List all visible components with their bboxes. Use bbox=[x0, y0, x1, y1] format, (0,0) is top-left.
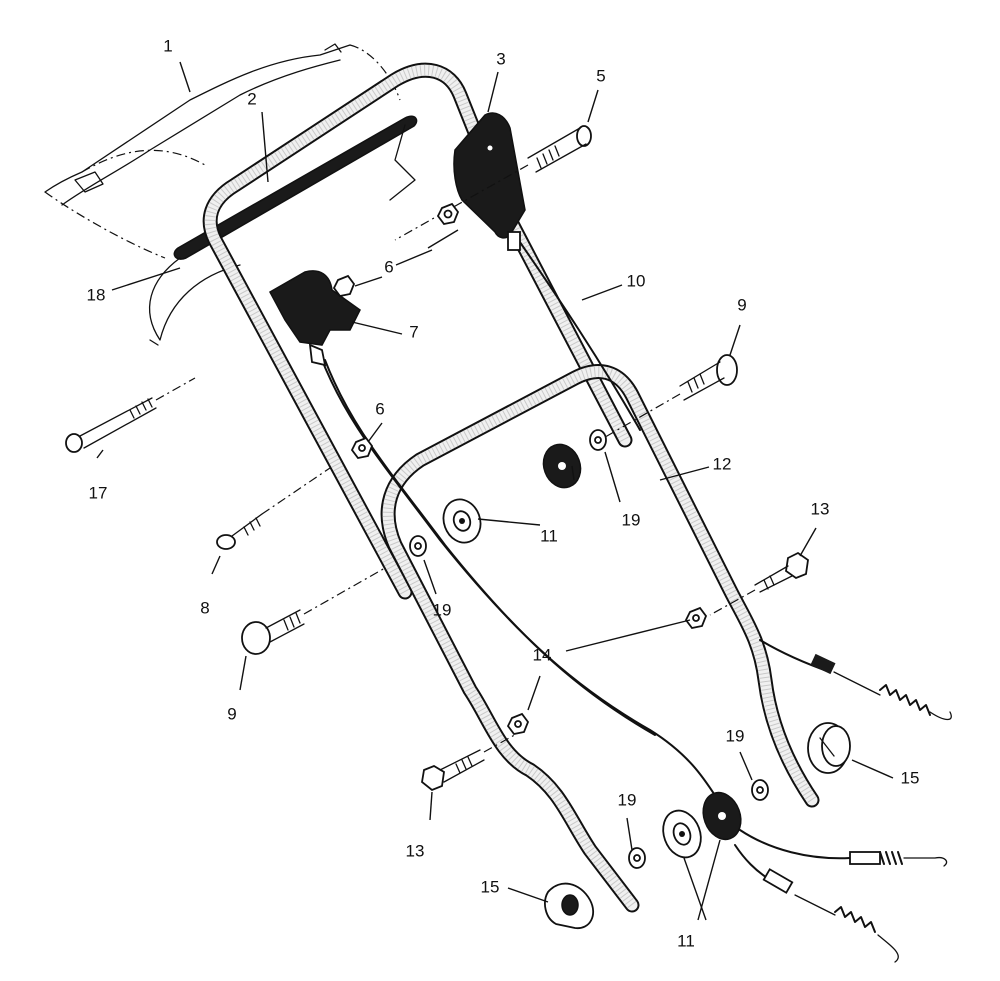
callout-8: 8 bbox=[200, 598, 209, 617]
bolt-part-5 bbox=[394, 125, 592, 241]
bolt-part-13-right bbox=[709, 551, 809, 616]
callout-3: 3 bbox=[496, 49, 505, 68]
callout-6-lower: 6 bbox=[375, 399, 384, 418]
callout-7: 7 bbox=[409, 322, 418, 341]
cap-part-15-right bbox=[807, 722, 851, 774]
callout-labels: 1 2 3 5 6 6 7 8 9 9 10 11 11 12 13 13 14… bbox=[87, 36, 920, 950]
carriage-bolt-part-9-right bbox=[599, 354, 738, 441]
callout-11-lower: 11 bbox=[677, 931, 695, 950]
switch-box-part-3 bbox=[453, 112, 526, 251]
callout-9-left: 9 bbox=[227, 704, 236, 723]
callout-13-left: 13 bbox=[406, 841, 425, 860]
bolt-part-13-left bbox=[421, 731, 521, 792]
callout-9-right: 9 bbox=[737, 295, 746, 314]
cable-end-spring-lower bbox=[762, 868, 899, 963]
knob-part-11-lower-right bbox=[702, 791, 742, 841]
callout-1: 1 bbox=[163, 36, 172, 55]
handle-grip-part-2 bbox=[173, 115, 418, 260]
eye-bolt-part-8 bbox=[216, 467, 331, 550]
washer-part-19-mid bbox=[409, 535, 427, 557]
cap-part-15-left bbox=[544, 882, 595, 929]
nut-part-14-right bbox=[684, 606, 708, 629]
callout-2: 2 bbox=[247, 89, 256, 108]
cable-part-18 bbox=[148, 257, 241, 346]
knob-part-11-lower-left bbox=[662, 809, 702, 859]
bolt-part-17 bbox=[65, 377, 196, 453]
lower-handle-part-12 bbox=[380, 364, 820, 913]
washer-part-19-upper bbox=[589, 429, 607, 451]
nut-part-6-top bbox=[332, 274, 356, 297]
nut-part-6-mid bbox=[350, 436, 374, 459]
callout-14: 14 bbox=[533, 645, 552, 664]
knob-part-11-upper-right bbox=[542, 443, 582, 489]
upper-handle-part-10 bbox=[202, 62, 633, 600]
callout-19-upper: 19 bbox=[622, 510, 641, 529]
callout-17: 17 bbox=[89, 483, 108, 502]
washer-part-19-lower-left bbox=[628, 847, 646, 869]
control-part-7 bbox=[268, 270, 361, 367]
cable-end-spring-upper bbox=[810, 653, 952, 721]
callout-19-mid: 19 bbox=[433, 600, 452, 619]
callout-11-mid: 11 bbox=[540, 526, 558, 545]
callout-5: 5 bbox=[596, 66, 605, 85]
callout-6-upper: 6 bbox=[384, 257, 393, 276]
callout-15-left: 15 bbox=[481, 877, 500, 896]
washer-part-19-lower-right bbox=[751, 779, 769, 801]
callout-18: 18 bbox=[87, 285, 106, 304]
callout-15-right: 15 bbox=[901, 768, 920, 787]
callout-10: 10 bbox=[627, 271, 646, 290]
knob-part-11-mid bbox=[442, 498, 482, 544]
callout-12: 12 bbox=[713, 454, 732, 473]
cable-end-spring-mid bbox=[849, 851, 948, 867]
leader-lines bbox=[96, 61, 894, 921]
callout-19-lower-right: 19 bbox=[726, 726, 745, 745]
callout-13-right: 13 bbox=[811, 499, 830, 518]
callout-19-lower-left: 19 bbox=[618, 790, 637, 809]
control-bail-part-1 bbox=[44, 43, 401, 259]
nut-part-6-upper bbox=[436, 202, 460, 225]
nut-part-14-left bbox=[506, 712, 530, 735]
carriage-bolt-part-9-left bbox=[241, 567, 386, 655]
